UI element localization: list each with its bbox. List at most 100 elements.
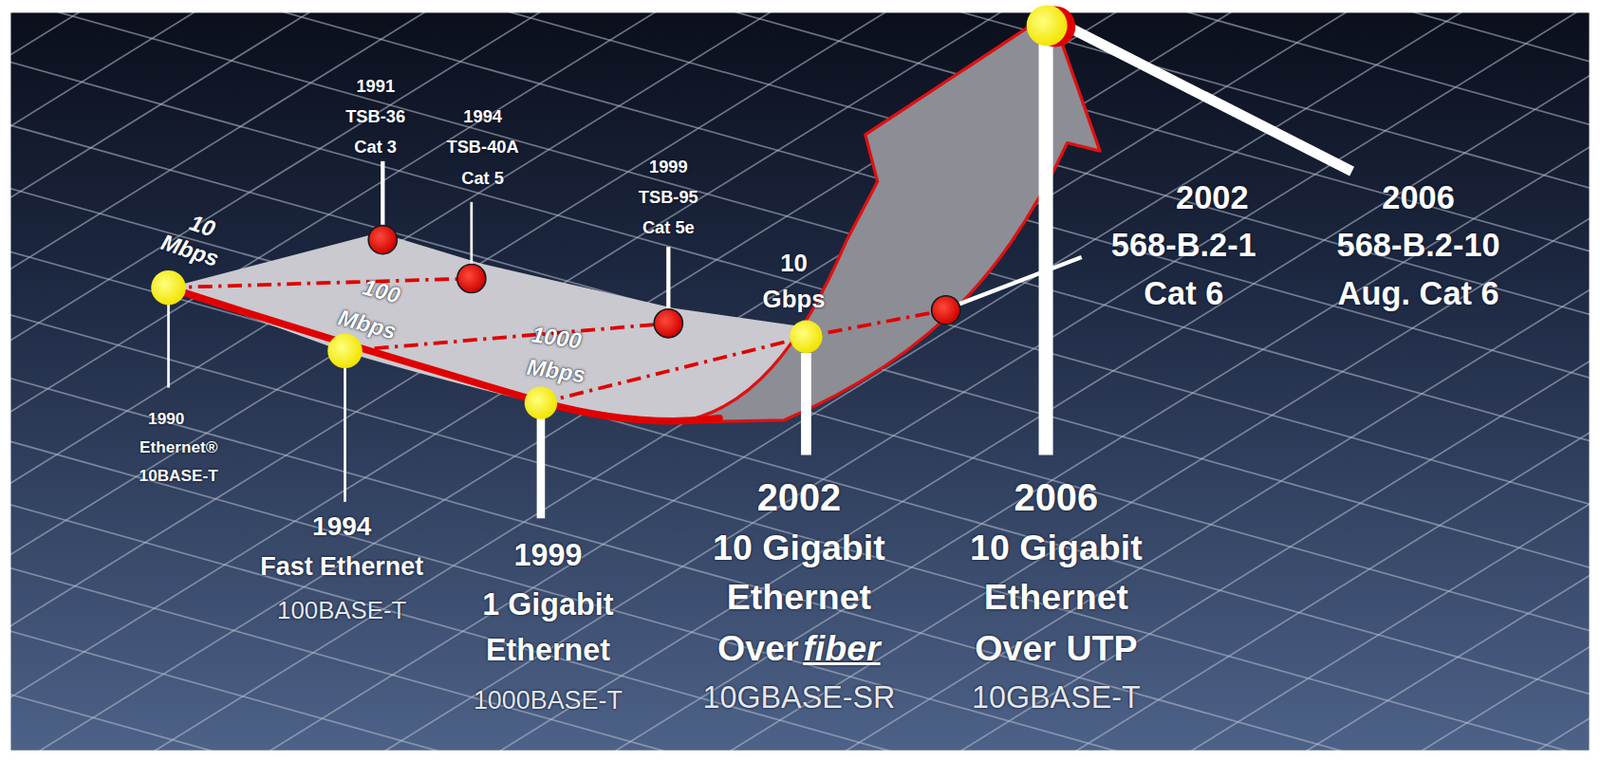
label-line: Gbps [762,286,826,313]
label-line: Mbps [525,355,588,388]
label-line: 10 Gigabit [712,529,886,567]
grid-line [9,11,1591,381]
timeline-label: Cat 6 [1143,276,1224,311]
timeline-label: 1999 [514,539,583,573]
grid-line [9,11,1591,490]
grid-line [9,628,1591,752]
grid-line [9,565,1591,753]
label-line: 1 Gigabit [482,589,614,622]
label-line: TSB-40A [446,137,520,156]
grid-line [9,140,1591,752]
label-line: Ethernet [485,634,611,668]
label-line: 10 Gigabit [969,529,1143,567]
timeline-label: 10 Gigabit [712,529,886,567]
timeline-label: 1990 [148,409,185,428]
timeline-label: 1000 [529,322,583,354]
timeline-label: 568-B.2-1 [1111,227,1257,262]
label-line: Ethernet® [139,438,218,456]
growth-arrow [675,12,1100,423]
timeline-label: TSB-36 [345,107,406,126]
label-line: 2002 [757,478,842,519]
timeline-label: 10 [186,211,218,242]
label-line: Aug. Cat 6 [1338,276,1500,311]
timeline-label: 568-B.2-10 [1337,227,1501,262]
timeline-label: Over [717,630,800,668]
grid-line [9,11,1591,276]
timeline-label: Ethernet [485,634,611,668]
timeline-label: 2002 [1175,180,1249,215]
timeline-label: 1000BASE-T [473,687,623,714]
grid-line [9,438,1591,752]
grid-line [9,11,1591,752]
grid-line [9,11,1591,752]
timeline-label: 10BASE-T [139,466,219,484]
grid-line [9,11,1591,255]
timeline-label: Cat 5e [642,218,695,237]
label-line: 10 [186,211,218,242]
label-line: Mbps [335,305,399,344]
label-line: Cat 3 [353,137,397,156]
label-line: 2002 [1175,180,1249,215]
label-line: TSB-36 [345,107,406,126]
label-line: 10GBASE-T [971,682,1141,715]
timeline-label: fiber [802,630,880,668]
grid-line [9,497,1591,752]
timeline-label: 1 Gigabit [482,589,614,622]
timeline-label: 100 [360,275,404,308]
timeline-label: Gbps [762,286,826,313]
label-line: Cat 5 [461,168,504,187]
grid-line [9,569,1591,753]
label-line: 10BASE-T [139,466,219,484]
grid-line [9,11,1591,205]
grid-line [9,11,1591,129]
timeline-label: TSB-95 [638,187,699,206]
timeline-label: Cat 3 [353,137,397,156]
timeline-label: 2002 [757,478,842,519]
label-line: Overfiber [717,630,881,668]
timeline-label: 2006 [1014,478,1099,519]
label-line: 100 [360,275,404,308]
timeline-label: 10GBASE-SR [703,682,896,715]
timeline-label: 1991 [355,76,395,95]
grid-line [9,11,1591,65]
label-line: Over UTP [974,630,1137,668]
grid-line [9,11,1591,752]
label-line: TSB-95 [638,187,699,206]
label-line: 568-B.2-10 [1337,227,1501,262]
grid-line [9,211,1591,752]
grid-line [9,11,1591,561]
label-line: Ethernet [726,578,872,616]
timeline-label: Ethernet® [139,438,218,456]
grid-line [9,375,1591,753]
timeline-label: Mbps [525,355,588,388]
grid-line [9,11,1591,705]
timeline-label: TSB-40A [446,137,520,156]
milestone-dots [150,4,1076,419]
timeline-label: Ethernet [726,578,872,616]
grid-line [9,426,1591,752]
grid-line [9,11,1591,62]
timeline-label: 10GBASE-T [971,682,1141,715]
label-line: 1994 [312,512,372,540]
timeline-label: 1994 [312,512,372,540]
perspective-grid [9,11,1591,752]
grid-line [9,11,1591,133]
label-line: 100BASE-T [277,597,407,624]
label-line: Ethernet [984,578,1129,616]
label-line: 568-B.2-1 [1111,227,1257,262]
frame-border [9,11,1591,752]
timeline-label: Ethernet [984,578,1129,616]
timeline-label: 100BASE-T [277,597,407,624]
grid-line [9,11,1591,752]
timeline-label: 1999 [649,157,689,176]
grid-line [9,11,1591,191]
grid-line [9,58,1591,507]
label-line: 2006 [1381,180,1455,215]
grid-line [9,122,1591,571]
label-line: 1990 [148,409,185,428]
timeline-label: Cat 5 [461,168,504,187]
timeline-label: Over UTP [974,630,1137,668]
label-line: Cat 6 [1143,276,1224,311]
label-line: 1994 [463,107,503,126]
cabling-lines [168,278,947,403]
